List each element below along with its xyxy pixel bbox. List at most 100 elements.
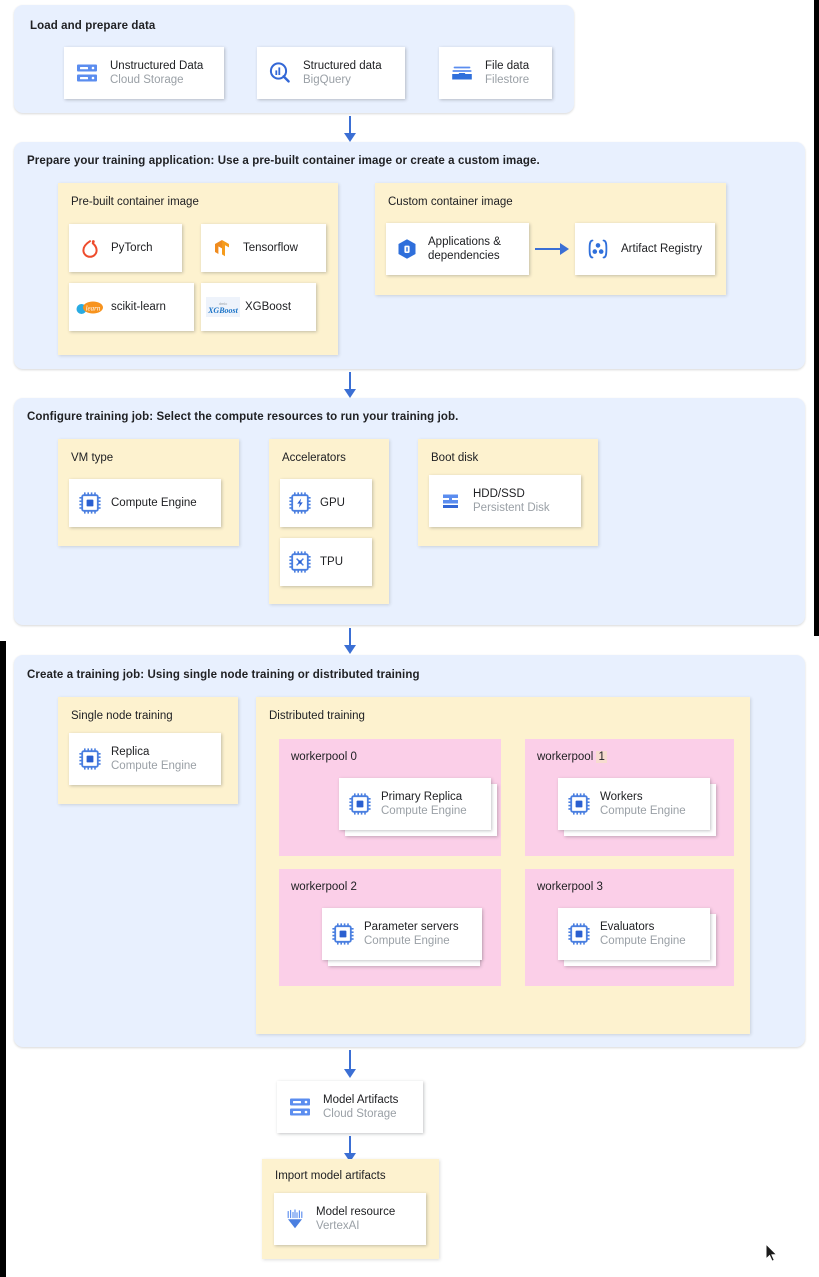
card-structured-data[interactable]: Structured data BigQuery <box>257 47 405 99</box>
stage-title-prepare: Prepare your training application: Use a… <box>27 155 540 167</box>
cpu-chip-icon <box>558 908 600 960</box>
stage-load-and-prepare-data: Load and prepare data Unstructured Data … <box>14 5 574 113</box>
cloud-storage-icon <box>277 1081 323 1133</box>
persistent-disk-icon <box>429 475 473 527</box>
card-title-line2: dependencies <box>428 250 500 262</box>
card-model-resource[interactable]: Model resource VertexAI <box>274 1193 426 1245</box>
pool-label-2: workerpool 2 <box>291 881 357 893</box>
card-evaluators[interactable]: Evaluators Compute Engine <box>558 908 710 960</box>
card-subtitle: Compute Engine <box>600 935 686 947</box>
card-subtitle: Cloud Storage <box>110 74 184 86</box>
group-import-model-artifacts: Import model artifacts Model resource Ve… <box>262 1159 439 1259</box>
stage-title-load: Load and prepare data <box>30 20 156 32</box>
group-label-custom: Custom container image <box>388 196 513 208</box>
stage-create-training-job: Create a training job: Using single node… <box>14 655 805 1047</box>
arrow-artifacts-to-import <box>343 1136 357 1162</box>
card-title: File data <box>485 60 530 72</box>
card-subtitle: Compute Engine <box>600 805 686 817</box>
pool-workerpool-0: workerpool 0 <box>279 739 501 856</box>
card-tpu[interactable]: TPU <box>280 538 372 586</box>
card-subtitle: Filestore <box>485 74 530 86</box>
card-gpu[interactable]: GPU <box>280 479 372 527</box>
tpu-chip-icon <box>280 538 320 586</box>
card-title: HDD/SSD <box>473 488 525 500</box>
card-title: Primary Replica <box>381 791 463 803</box>
card-artifact-registry[interactable]: Artifact Registry <box>575 223 715 275</box>
card-workers[interactable]: Workers Compute Engine <box>558 778 710 830</box>
card-subtitle: VertexAI <box>316 1220 360 1232</box>
arrow-applications-to-registry <box>535 241 569 257</box>
card-parameter-servers[interactable]: Parameter servers Compute Engine <box>322 908 482 960</box>
arrow-prepare-to-configure <box>343 372 357 398</box>
card-subtitle: BigQuery <box>303 74 351 86</box>
card-unstructured-data[interactable]: Unstructured Data Cloud Storage <box>64 47 224 99</box>
group-label-vm-type: VM type <box>71 452 114 464</box>
pool-label-prefix: workerpool <box>537 881 594 893</box>
pool-label-index: 2 <box>350 881 357 893</box>
card-tensorflow[interactable]: Tensorflow <box>201 224 326 272</box>
card-scikit-learn[interactable]: learn scikit-learn <box>69 283 194 331</box>
card-title: Model resource <box>316 1206 396 1218</box>
card-file-data[interactable]: File data Filestore <box>439 47 552 99</box>
stage-title-create: Create a training job: Using single node… <box>27 669 420 681</box>
card-title: Tensorflow <box>243 242 298 254</box>
card-title: Model Artifacts <box>323 1094 399 1106</box>
stage-prepare-training-application: Prepare your training application: Use a… <box>14 142 805 369</box>
card-pytorch[interactable]: PyTorch <box>69 224 182 272</box>
arrow-create-to-model-artifacts <box>343 1050 357 1078</box>
card-primary-replica[interactable]: Primary Replica Compute Engine <box>339 778 491 830</box>
group-distributed-training: Distributed training workerpool 0 <box>256 697 750 1034</box>
svg-text:learn: learn <box>86 304 101 312</box>
applications-dependencies-icon <box>386 223 428 275</box>
arrow-load-to-prepare <box>343 116 357 142</box>
right-edge-artifact <box>814 0 819 636</box>
card-title: Replica <box>111 746 150 758</box>
group-label-single-node: Single node training <box>71 710 173 722</box>
group-vm-type: VM type <box>58 439 239 546</box>
pool-label-1: workerpool 1 <box>537 751 607 763</box>
card-subtitle: Compute Engine <box>111 760 197 772</box>
group-label-pre-built: Pre-built container image <box>71 196 199 208</box>
card-replica[interactable]: Replica Compute Engine <box>69 733 221 785</box>
pool-label-3: workerpool 3 <box>537 881 603 893</box>
group-pre-built-container-image: Pre-built container image PyTorch <box>58 183 338 355</box>
card-persistent-disk[interactable]: HDD/SSD Persistent Disk <box>429 475 581 527</box>
card-title: Compute Engine <box>111 497 197 509</box>
group-custom-container-image: Custom container image Applications & de… <box>375 183 726 295</box>
card-applications-dependencies[interactable]: Applications & dependencies <box>386 223 529 275</box>
pool-workerpool-1: workerpool 1 <box>525 739 734 856</box>
card-title: Artifact Registry <box>621 243 703 255</box>
pool-label-index: 0 <box>350 751 357 763</box>
bigquery-icon <box>257 47 303 99</box>
card-title: scikit-learn <box>111 301 166 313</box>
card-title: Parameter servers <box>364 921 459 933</box>
pytorch-icon <box>69 224 111 272</box>
group-label-accelerators: Accelerators <box>282 452 346 464</box>
pool-label-prefix: workerpool <box>291 881 348 893</box>
cpu-chip-icon <box>558 778 600 830</box>
group-accelerators: Accelerators <box>269 439 389 604</box>
pool-label-index-selected[interactable]: 1 <box>596 751 607 763</box>
mouse-cursor <box>765 1242 779 1263</box>
card-title: GPU <box>320 497 345 509</box>
cpu-chip-icon <box>322 908 364 960</box>
artifact-registry-icon <box>575 223 621 275</box>
pool-label-index: 3 <box>596 881 603 893</box>
group-label-import-model-artifacts: Import model artifacts <box>275 1170 386 1182</box>
card-compute-engine-vm[interactable]: Compute Engine <box>69 479 221 527</box>
card-model-artifacts[interactable]: Model Artifacts Cloud Storage <box>277 1081 423 1133</box>
card-subtitle: Compute Engine <box>364 935 450 947</box>
card-title: Workers <box>600 791 643 803</box>
pool-workerpool-2: workerpool 2 <box>279 869 501 986</box>
card-title: TPU <box>320 556 343 568</box>
vertex-ai-icon <box>274 1193 316 1245</box>
left-edge-artifact <box>0 641 6 1277</box>
gpu-chip-icon <box>280 479 320 527</box>
tensorflow-icon <box>201 224 243 272</box>
cloud-storage-icon <box>64 47 110 99</box>
cpu-chip-icon <box>69 733 111 785</box>
card-title: Unstructured Data <box>110 60 204 72</box>
svg-text:XGBoost: XGBoost <box>207 306 239 315</box>
card-xgboost[interactable]: dmlc XGBoost XGBoost <box>201 283 316 331</box>
